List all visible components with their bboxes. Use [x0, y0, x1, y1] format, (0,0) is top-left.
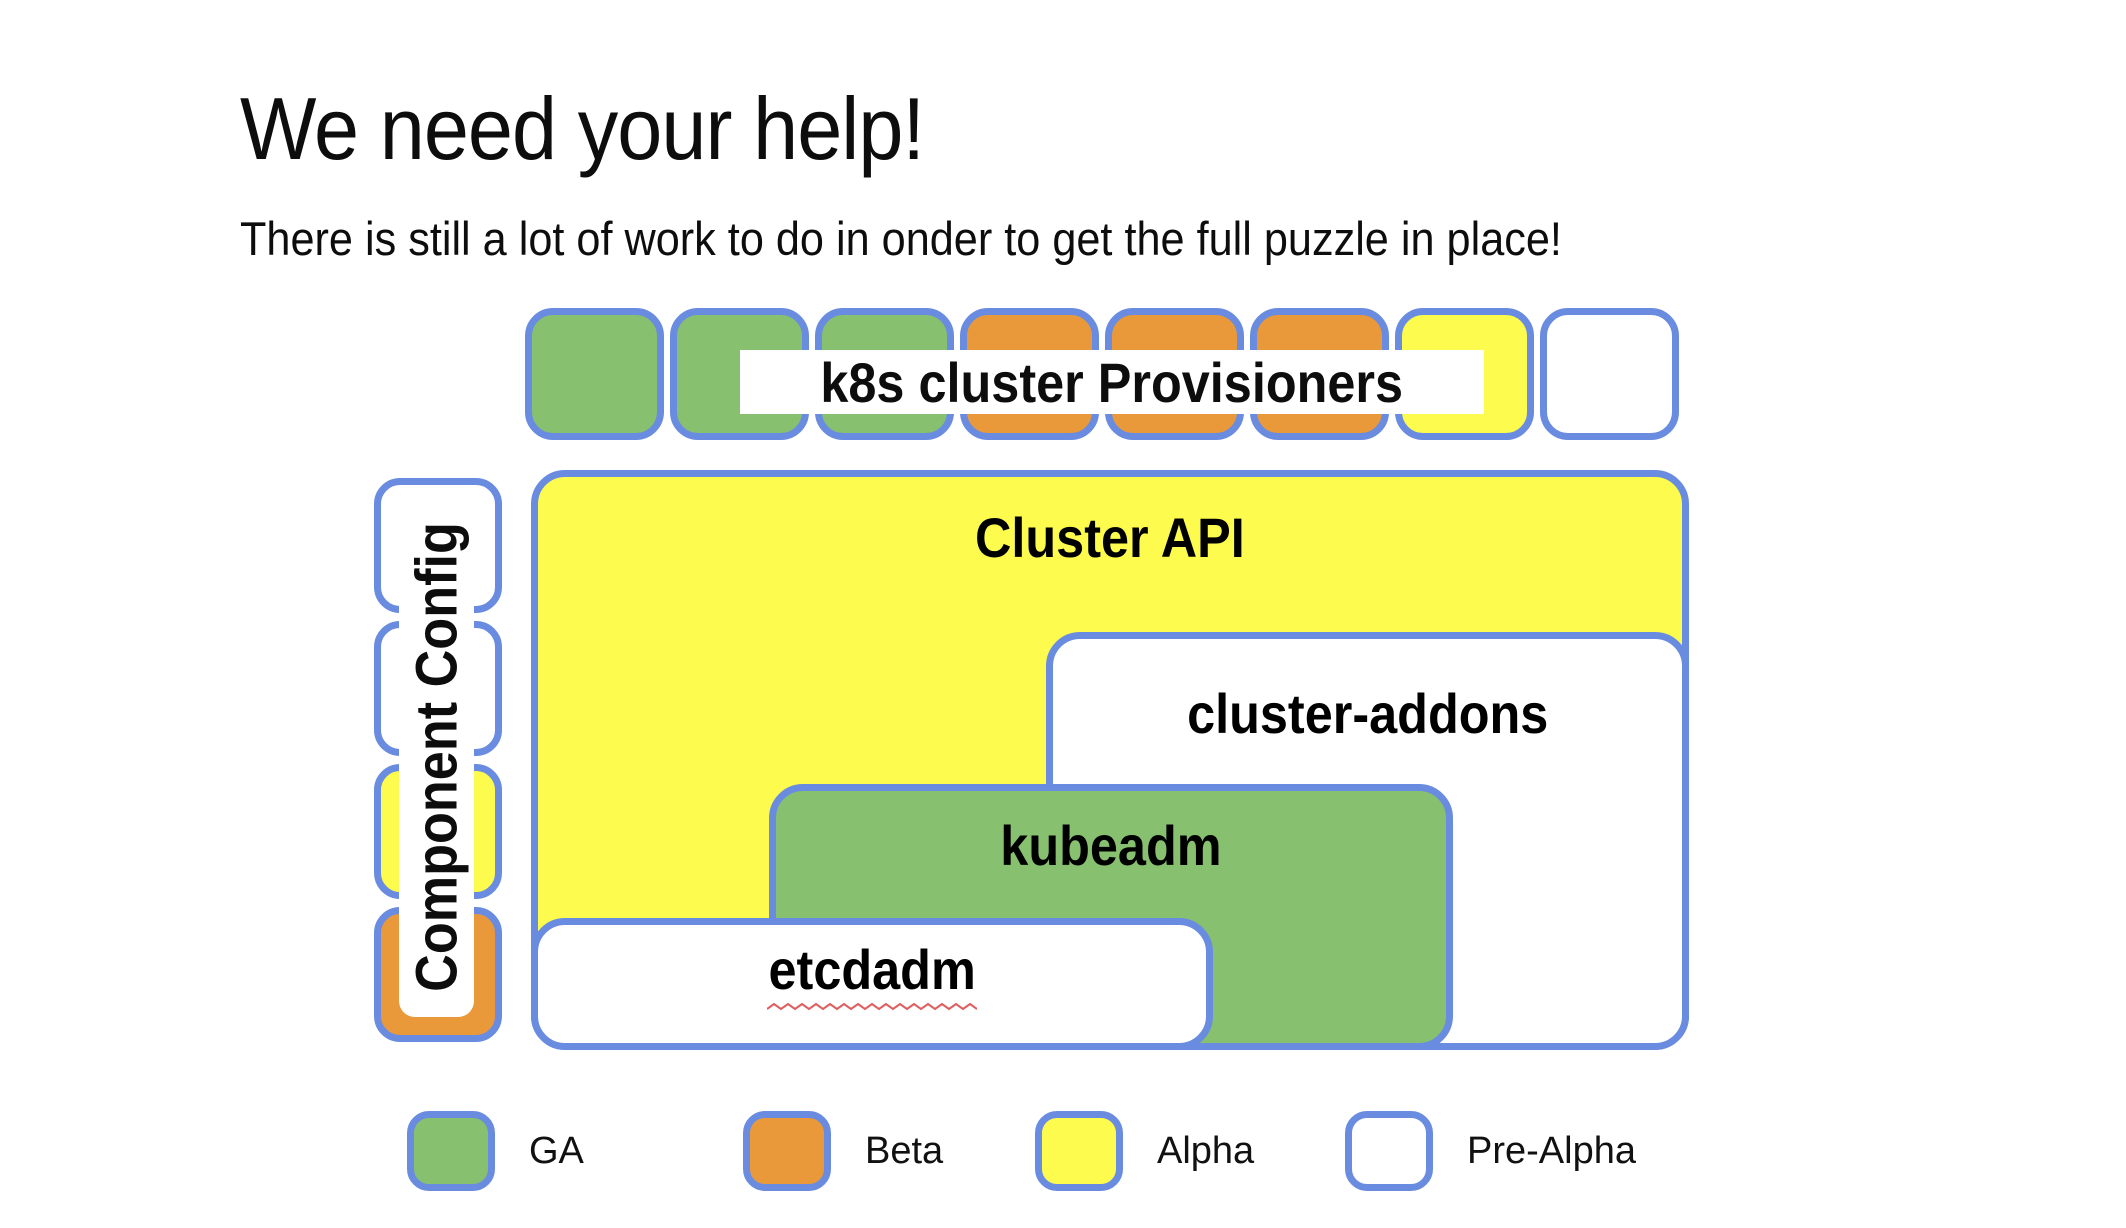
box-kubeadm-label-text: kubeadm — [1000, 814, 1222, 877]
box-etcdadm: etcdadm — [531, 918, 1213, 1050]
legend-swatch-beta — [743, 1111, 831, 1191]
legend-swatch-alpha — [1035, 1111, 1123, 1191]
component-config-label-text: Component Config — [404, 522, 469, 992]
box-cluster-api-label: Cluster API — [538, 477, 1682, 569]
legend-item-beta: Beta — [743, 1111, 943, 1191]
legend-swatch-ga — [407, 1111, 495, 1191]
box-cluster-addons-label: cluster-addons — [1053, 639, 1682, 745]
legend-item-prealpha: Pre-Alpha — [1345, 1111, 1636, 1191]
component-config-label-box: Component Config — [399, 497, 474, 1017]
page-title-text: We need your help! — [240, 78, 925, 178]
legend-label-prealpha: Pre-Alpha — [1467, 1129, 1636, 1172]
legend-swatch-prealpha — [1345, 1111, 1433, 1191]
box-etcdadm-label-text: etcdadm — [768, 938, 976, 1001]
box-cluster-api-label-text: Cluster API — [975, 506, 1245, 569]
legend-label-alpha: Alpha — [1157, 1129, 1255, 1172]
legend-label-ga: GA — [529, 1129, 584, 1172]
page-subtitle-text: There is still a lot of work to do in on… — [240, 212, 1562, 265]
legend-item-alpha: Alpha — [1035, 1111, 1254, 1191]
page-title: We need your help! — [240, 78, 984, 178]
spellcheck-squiggle — [538, 999, 1206, 1017]
page-subtitle: There is still a lot of work to do in on… — [240, 211, 1677, 267]
legend-item-ga: GA — [407, 1111, 584, 1191]
box-cluster-addons-label-text: cluster-addons — [1186, 682, 1549, 745]
box-etcdadm-label: etcdadm — [538, 925, 1206, 1001]
legend-label-beta: Beta — [865, 1129, 944, 1172]
provisioners-label-text: k8s cluster Provisioners — [820, 350, 1404, 414]
puzzle-piece — [525, 308, 664, 440]
box-kubeadm-label: kubeadm — [776, 791, 1446, 877]
provisioners-label-box: k8s cluster Provisioners — [740, 350, 1484, 414]
puzzle-piece — [1540, 308, 1679, 440]
